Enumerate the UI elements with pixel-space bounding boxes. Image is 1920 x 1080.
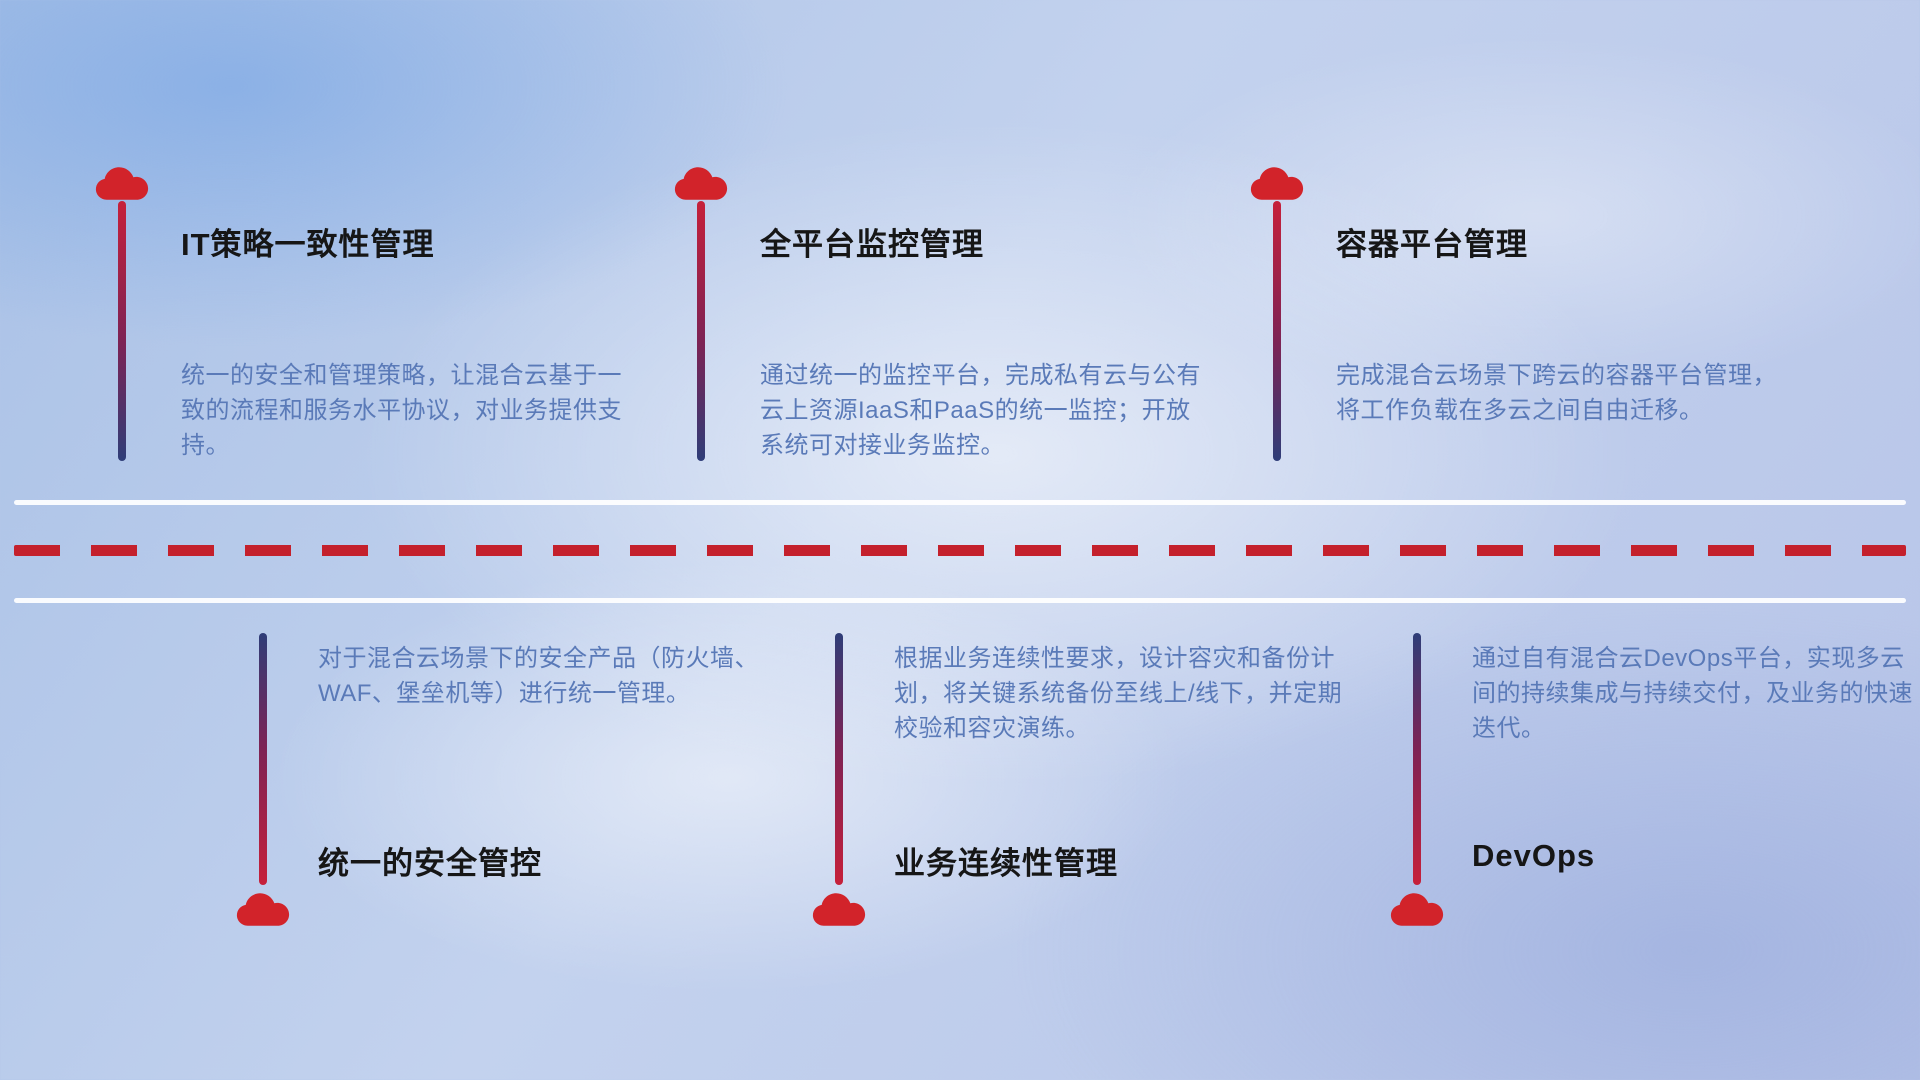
- cloud-icon: [236, 891, 290, 928]
- road-top-edge: [14, 500, 1906, 505]
- item-description: 通过统一的监控平台，完成私有云与公有云上资源IaaS和PaaS的统一监控；开放系…: [760, 362, 1201, 459]
- item-title: 统一的安全管控: [318, 846, 542, 881]
- connector-line: [1273, 201, 1281, 461]
- capability-item-monitoring: 全平台监控管理 通过统一的监控平台，完成私有云与公有云上资源IaaS和PaaS的…: [674, 165, 1214, 605]
- connector-line: [1413, 633, 1421, 885]
- item-description: 完成混合云场景下跨云的容器平台管理，将工作负载在多云之间自由迁移。: [1336, 362, 1777, 424]
- item-description: 根据业务连续性要求，设计容灾和备份计划，将关键系统备份至线上/线下，并定期校验和…: [894, 645, 1343, 742]
- item-title: 业务连续性管理: [894, 846, 1118, 881]
- item-title: DevOps: [1472, 838, 1596, 873]
- road-bottom-edge: [14, 598, 1906, 603]
- connector-line: [697, 201, 705, 461]
- capability-item-container-platform: 容器平台管理 完成混合云场景下跨云的容器平台管理，将工作负载在多云之间自由迁移。: [1250, 165, 1790, 605]
- cloud-icon: [1250, 165, 1304, 202]
- capability-item-devops: DevOps 通过自有混合云DevOps平台，实现多云间的持续集成与持续交付，及…: [1390, 633, 1920, 1073]
- capability-item-it-policy: IT策略一致性管理 统一的安全和管理策略，让混合云基于一致的流程和服务水平协议，…: [95, 165, 635, 605]
- capability-item-business-continuity: 业务连续性管理 根据业务连续性要求，设计容灾和备份计划，将关键系统备份至线上/线…: [812, 633, 1352, 1073]
- cloud-icon: [674, 165, 728, 202]
- road-center-dashed-line: [14, 545, 1906, 556]
- item-title: 容器平台管理: [1336, 227, 1528, 262]
- cloud-icon: [1390, 891, 1444, 928]
- connector-line: [259, 633, 267, 885]
- connector-line: [835, 633, 843, 885]
- item-description: 通过自有混合云DevOps平台，实现多云间的持续集成与持续交付，及业务的快速迭代…: [1472, 645, 1913, 742]
- cloud-icon: [812, 891, 866, 928]
- item-description: 统一的安全和管理策略，让混合云基于一致的流程和服务水平协议，对业务提供支持。: [181, 362, 622, 459]
- cloud-icon: [95, 165, 149, 202]
- item-description: 对于混合云场景下的安全产品（防火墙、WAF、堡垒机等）进行统一管理。: [318, 645, 759, 707]
- connector-line: [118, 201, 126, 461]
- item-title: IT策略一致性管理: [181, 227, 435, 262]
- capability-item-security-control: 统一的安全管控 对于混合云场景下的安全产品（防火墙、WAF、堡垒机等）进行统一管…: [236, 633, 776, 1073]
- item-title: 全平台监控管理: [760, 227, 984, 262]
